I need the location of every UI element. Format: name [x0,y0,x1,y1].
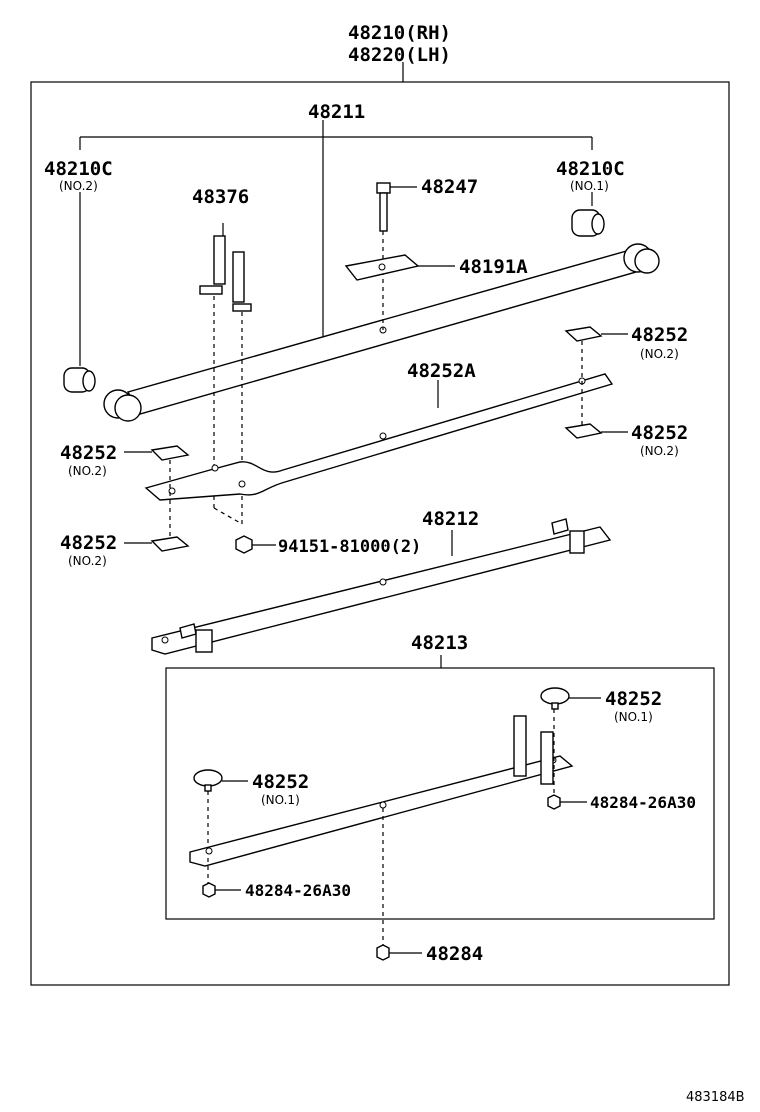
label-silencer-l: 48252 [252,771,309,793]
label-leaf-no3: 48212 [422,508,479,530]
label-insert-r1-sub: (NO.2) [640,347,679,361]
center-bolt-icon [376,182,391,330]
label-silencer-r-sub: (NO.1) [614,710,653,724]
label-insert-l2-sub: (NO.2) [68,554,107,568]
silencer-cap-icon [193,769,223,792]
label-leaf-no2: 48252A [407,360,476,382]
label-spacer: 48191A [459,256,528,278]
label-insert-r2: 48252 [631,422,688,444]
leaf-no4 [189,715,574,867]
label-bushing-right: 48210C [556,158,625,180]
nut-icon [547,794,561,810]
label-assy-rh: 48210(RH) [348,22,451,44]
label-insert-l1-sub: (NO.2) [68,464,107,478]
label-center-bolt: 48247 [421,176,478,198]
label-clip: 48376 [192,186,249,208]
label-bushing-left-sub: (NO.2) [59,179,98,193]
label-nut-r: 48284-26A30 [590,793,696,812]
label-insert-l1: 48252 [60,442,117,464]
label-silencer-l-sub: (NO.1) [261,793,300,807]
bolt-icon [235,535,253,554]
nut-icon [376,944,390,961]
label-leaf-no4-group: 48213 [411,632,468,654]
leaf-no3 [151,518,612,655]
silencer-cap-icon [540,687,570,710]
label-bushing-right-sub: (NO.1) [570,179,609,193]
leaf-no2 [144,373,614,501]
label-assy-lh: 48220(LH) [348,44,451,66]
label-ref-code: 483184B [686,1090,745,1105]
label-bushing-left: 48210C [44,158,113,180]
label-insert-l2: 48252 [60,532,117,554]
label-insert-r2-sub: (NO.2) [640,444,679,458]
assembly-frame [30,81,730,986]
bushing-right-icon [571,209,605,237]
label-nut-l: 48284-26A30 [245,881,351,900]
label-silencer-r: 48252 [605,688,662,710]
leaf-no1 [103,243,660,422]
nut-icon [202,882,216,898]
insert-pad-icon [564,326,603,342]
label-nut-center: 48284 [426,943,483,965]
bushing-left-icon [63,367,96,393]
insert-pad-icon [150,445,190,461]
label-insert-r1: 48252 [631,324,688,346]
insert-pad-icon [150,536,190,552]
group-frame [165,667,715,920]
label-leaf-no1: 48211 [308,101,365,123]
label-bolt-9415: 94151-81000(2) [278,537,421,557]
insert-pad-icon [564,423,603,439]
